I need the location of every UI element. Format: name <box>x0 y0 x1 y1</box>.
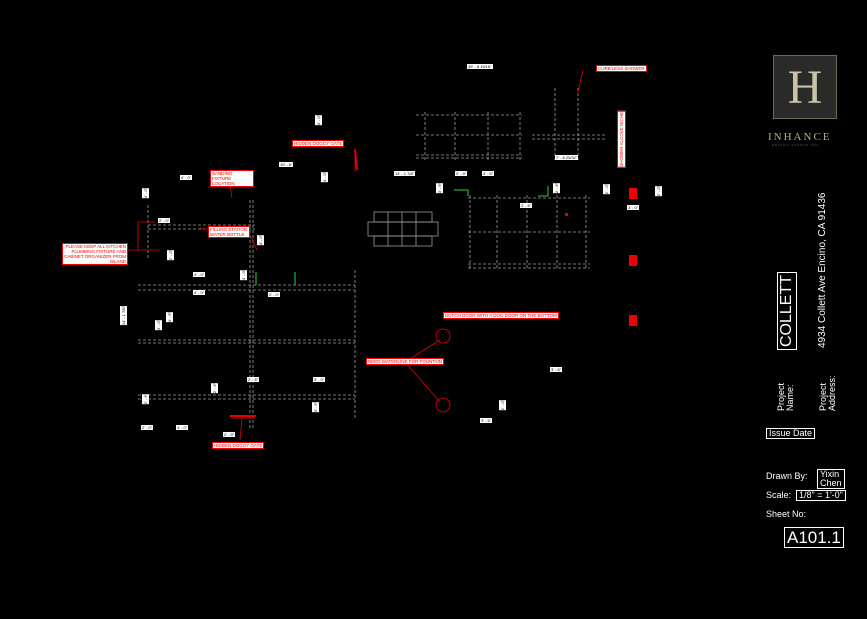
dimension-label: 4' - 0" <box>193 272 206 277</box>
dimension-label: 2' - 0" <box>603 184 610 195</box>
dimension-label: 4' - 0" <box>240 270 247 281</box>
scale-value: 1/8" = 1'-0" <box>796 490 846 501</box>
dimension-label: 2' - 9" <box>455 171 468 176</box>
dimension-label: 4' - 0" <box>142 188 149 199</box>
note-sanding-fixture: SANDING FIXTURE LOCATION <box>210 170 254 187</box>
dimension-label: 3' - 0" <box>313 377 326 382</box>
note-filling-station: FILLING STATION WATER BOTTLE <box>208 226 250 238</box>
company-logo: H <box>773 55 837 119</box>
dimension-label: 3' - 0" <box>627 205 640 210</box>
project-address-value: 4934 Collett Ave Encino, CA 91436 <box>817 192 828 348</box>
note-waterline: NEED WATERLINE FOR FOUNTAIN <box>366 358 445 365</box>
issue-date-label: Issue Date <box>766 428 816 439</box>
dimension-label: 4' - 0" <box>257 235 264 246</box>
dimension-label: 3' - 6" <box>550 367 563 372</box>
note-curbless-shower: CURB'LESS SHOWER <box>596 65 647 72</box>
dimension-label: 2' - 9" <box>142 394 149 405</box>
note-dutch-door: DUTCH DOOR WITH A DOG DOOR ON THE BOTTOM <box>443 312 559 319</box>
note-plumbing: PLEASE KEEP ALL KITCHEN PLUMBING FIXTURE… <box>62 243 128 265</box>
dimension-label: 2' - 0" <box>499 400 506 411</box>
dimension-label: 2' - 9" <box>223 432 236 437</box>
dimension-label: 2' - 0" <box>167 250 174 261</box>
dimension-label: 7' - 8 29/32" <box>555 155 579 160</box>
dimension-label: 14' - 1 7/8" <box>120 306 127 326</box>
red-marker <box>629 188 637 199</box>
project-name-label: Project Name: <box>776 382 795 411</box>
dimension-label: 4' - 0" <box>193 290 206 295</box>
dimension-label: 2' - 0" <box>141 425 154 430</box>
dimension-label: 2' - 6" <box>553 183 560 194</box>
sheet-no-label: Sheet No: <box>766 509 807 519</box>
scale-label: Scale: <box>766 490 792 500</box>
project-name-value: COLLETT <box>777 271 797 350</box>
note-vertical: SHOWER ALCOVE NICHE <box>617 111 626 168</box>
dimension-label: 3' - 0" <box>155 320 162 331</box>
dimension-label: 3' - 6" <box>480 418 493 423</box>
brand-subtitle: DESIGN STUDIO INC. <box>772 143 821 147</box>
drawn-by-label: Drawn By: <box>766 471 808 481</box>
dimension-label: 3' - 6" <box>166 312 173 323</box>
dimension-label: 10' - 8" <box>279 162 294 167</box>
dimension-label: 39' - 8 15/16" <box>467 64 493 69</box>
red-marker <box>629 255 637 266</box>
dimension-label: 3' - 6" <box>312 402 319 413</box>
dimension-label: 3' - 6" <box>436 183 443 194</box>
dimension-label: 2' - 0" <box>655 186 662 197</box>
drawn-by-value: Yixin Chen <box>817 469 845 489</box>
note-hidden-doggy-gate-bottom: HIDDEN DOGGY GATE <box>212 442 265 449</box>
dimension-label: 2' - 6" <box>520 203 533 208</box>
red-marker <box>629 315 637 326</box>
dimension-label: 4' - 0" <box>176 425 189 430</box>
logo-letter: H <box>787 60 823 114</box>
sheet-no-value: A101.1 <box>784 527 844 548</box>
dimension-label: 2' - 0" <box>268 292 281 297</box>
dimension-label: 4' - 0" <box>180 175 193 180</box>
dimension-label: 4' - 0" <box>321 172 328 183</box>
dimension-label: 2' - 6" <box>211 383 218 394</box>
note-hidden-doggy-gate-top: HIDDEN DOGGY GATE <box>292 140 345 147</box>
dimension-label: 3' - 0" <box>315 115 322 126</box>
dimension-label: 2' - 6" <box>247 377 260 382</box>
brand-name: INHANCE <box>768 131 832 143</box>
dimension-label: 3' - 6" <box>482 171 495 176</box>
dimension-label: 14' - 1 7/8" <box>394 171 416 176</box>
dimension-label: 2' - 0" <box>158 218 171 223</box>
project-address-label: Project Address: <box>818 375 837 411</box>
